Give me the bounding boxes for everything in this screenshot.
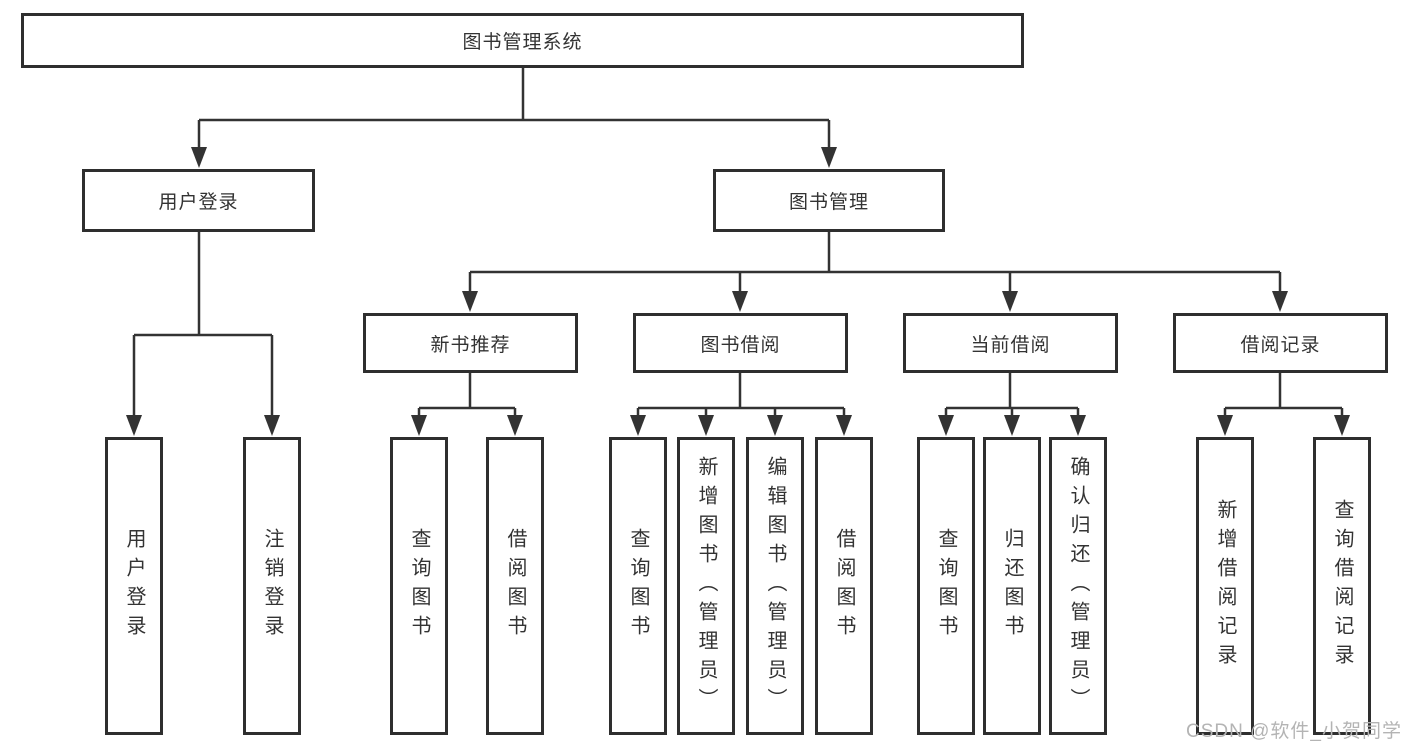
node-label: 借阅记录: [1240, 334, 1321, 356]
connector-current-borrow-to-leaves: [938, 373, 1086, 436]
node-book-management: 图书管理: [713, 169, 945, 232]
leaf-borrow-books-2: 借阅图书: [815, 437, 873, 735]
leaf-user-login: 用户登录: [105, 437, 163, 735]
node-user-login: 用户登录: [82, 169, 315, 232]
node-borrowing-records: 借阅记录: [1173, 313, 1388, 373]
leaf-label: 编辑图书（管理员）: [764, 455, 786, 717]
leaf-query-books-2: 查询图书: [609, 437, 667, 735]
leaf-label: 用户登录: [123, 528, 145, 644]
arrowhead-down-icon: [191, 147, 837, 168]
leaf-edit-books-admin: 编辑图书（管理员）: [746, 437, 804, 735]
leaf-return-books: 归还图书: [983, 437, 1041, 735]
node-root-system: 图书管理系统: [21, 13, 1024, 68]
connector-book-borrow-to-leaves: [630, 373, 852, 436]
arrowhead-down-icon: [630, 415, 852, 436]
leaf-label: 新增借阅记录: [1214, 499, 1236, 673]
leaf-add-borrow-record: 新增借阅记录: [1196, 437, 1254, 735]
leaf-label: 新增图书（管理员）: [695, 455, 717, 717]
leaf-label: 注销登录: [261, 528, 283, 644]
node-label: 图书管理系统: [462, 32, 583, 53]
leaf-query-books-1: 查询图书: [390, 437, 448, 735]
leaf-label: 归还图书: [1001, 528, 1023, 644]
leaf-label: 查询图书: [935, 528, 957, 644]
leaf-label: 借阅图书: [504, 528, 526, 644]
arrowhead-down-icon: [938, 415, 1086, 436]
connector-borrow-record-to-leaves: [1217, 373, 1350, 436]
node-label: 图书管理: [788, 192, 869, 213]
arrowhead-down-icon: [1217, 415, 1350, 436]
node-new-book-recommend: 新书推荐: [363, 313, 578, 373]
leaf-label: 查询图书: [627, 528, 649, 644]
leaf-add-books-admin: 新增图书（管理员）: [677, 437, 735, 735]
node-label: 图书借阅: [700, 334, 781, 356]
leaf-query-borrow-record: 查询借阅记录: [1313, 437, 1371, 735]
leaf-label: 查询借阅记录: [1331, 499, 1353, 673]
leaf-borrow-books-1: 借阅图书: [486, 437, 544, 735]
node-label: 新书推荐: [430, 334, 511, 356]
csdn-watermark: CSDN @软件_小贺同学: [1186, 721, 1402, 742]
arrowhead-down-icon: [126, 415, 280, 436]
leaf-query-books-3: 查询图书: [917, 437, 975, 735]
connector-root-to-level2: [191, 68, 837, 168]
leaf-confirm-return-admin: 确认归还（管理员）: [1049, 437, 1107, 735]
node-current-borrowing: 当前借阅: [903, 313, 1118, 373]
node-book-borrowing: 图书借阅: [633, 313, 848, 373]
leaf-label: 确认归还（管理员）: [1067, 455, 1089, 717]
leaf-label: 查询图书: [408, 528, 430, 644]
connector-new-book-rec-to-leaves: [411, 373, 523, 436]
node-label: 用户登录: [158, 192, 239, 213]
arrowhead-down-icon: [411, 415, 523, 436]
connector-user-login-to-leaves: [126, 232, 280, 436]
arrowhead-down-icon: [462, 291, 1288, 312]
connector-book-mgmt-to-level3: [462, 232, 1288, 312]
leaf-logout: 注销登录: [243, 437, 301, 735]
node-label: 当前借阅: [970, 334, 1051, 356]
leaf-label: 借阅图书: [833, 528, 855, 644]
